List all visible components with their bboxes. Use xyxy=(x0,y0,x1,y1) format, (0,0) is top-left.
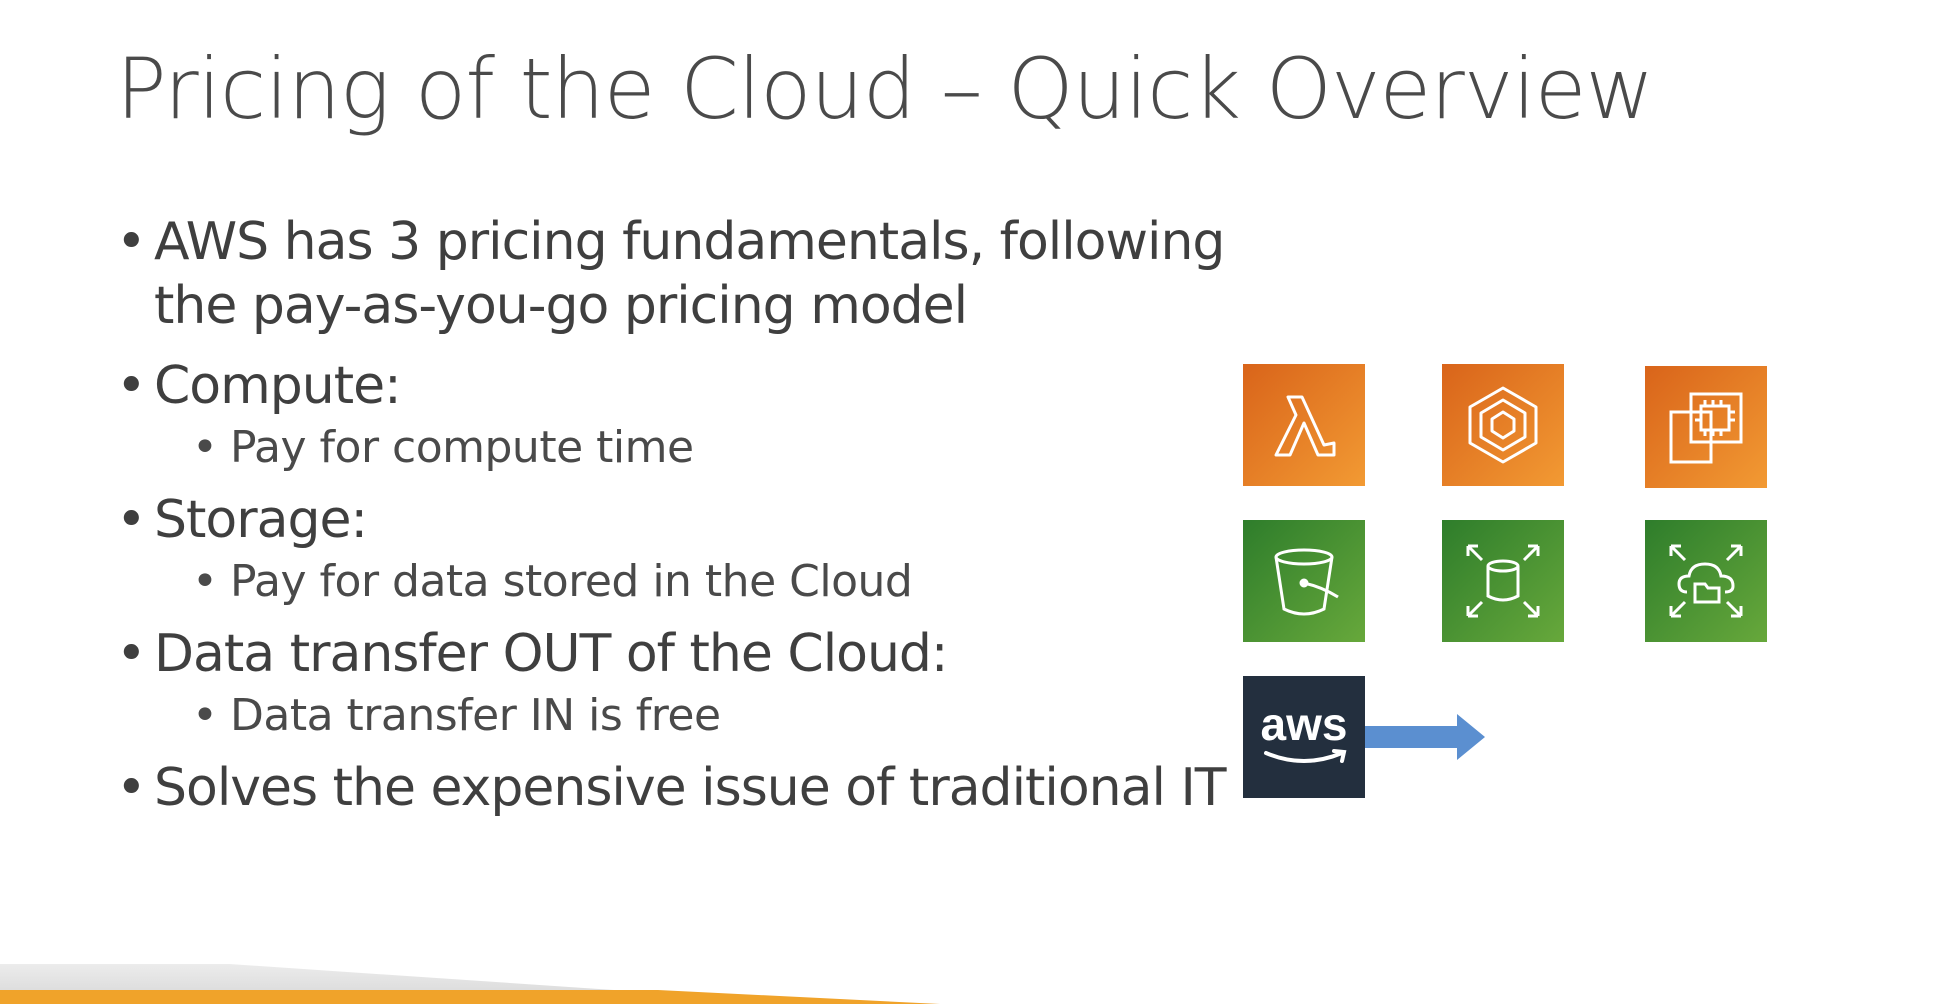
bullet-list: AWS has 3 pricing fundamentals, followin… xyxy=(116,210,1276,820)
aws-logo-text: aws xyxy=(1260,698,1348,750)
bullet-data-transfer: Data transfer OUT of the Cloud: xyxy=(116,622,1276,686)
ebs-volume-icon xyxy=(1442,520,1564,642)
bullet-storage: Storage: xyxy=(116,488,1276,552)
ecs-icon xyxy=(1442,364,1564,486)
bullet-pricing-fundamentals: AWS has 3 pricing fundamentals, followin… xyxy=(116,210,1276,338)
bullet-compute: Compute: xyxy=(116,354,1276,418)
s3-bucket-icon xyxy=(1243,520,1365,642)
transfer-arrow-icon xyxy=(1365,714,1485,760)
aws-logo: aws xyxy=(1243,676,1365,798)
sub-bullet-storage: Pay for data stored in the Cloud xyxy=(192,552,1276,612)
slide-title: Pricing of the Cloud – Quick Overview xyxy=(116,40,1654,138)
bullet-solves-expensive-issue: Solves the expensive issue of traditiona… xyxy=(116,756,1276,820)
sub-bullet-compute: Pay for compute time xyxy=(192,418,1276,478)
ec2-icon xyxy=(1645,366,1767,488)
lambda-icon xyxy=(1243,364,1365,486)
sub-bullet-data-transfer: Data transfer IN is free xyxy=(192,686,1276,746)
footer-accent-orange xyxy=(0,990,940,1004)
efs-file-system-icon xyxy=(1645,520,1767,642)
